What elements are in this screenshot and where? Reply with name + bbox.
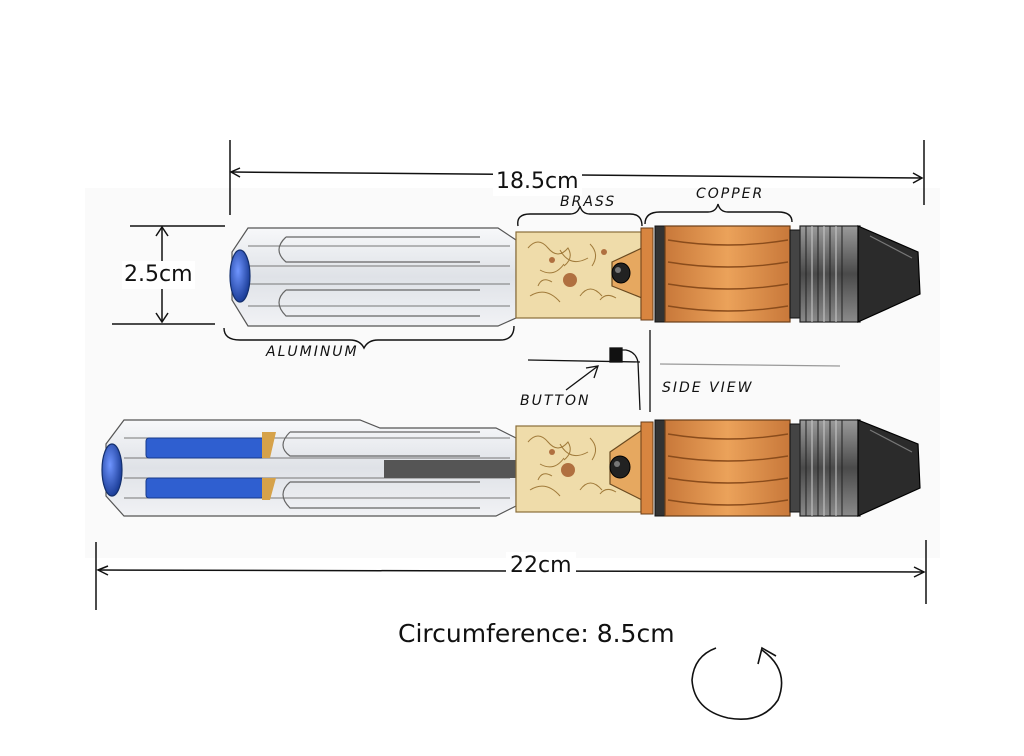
brass-section-bottom bbox=[515, 425, 642, 513]
brace-brass bbox=[517, 205, 643, 227]
aluminum-label: ALUMINUM bbox=[266, 344, 359, 360]
copper-section-bottom bbox=[640, 419, 801, 517]
grip-rings-bottom bbox=[799, 419, 861, 517]
dimension-diameter bbox=[112, 225, 225, 325]
emitter-lens-top bbox=[229, 249, 251, 303]
button-label: BUTTON bbox=[520, 393, 591, 409]
circumference-label: Circumference: 8.5cm bbox=[398, 619, 675, 648]
blade-rod-lower bbox=[145, 477, 265, 499]
side-view-callout bbox=[527, 330, 841, 412]
blade-rod-upper bbox=[145, 437, 265, 459]
brass-section-top bbox=[515, 231, 642, 319]
pommel-tip-bottom bbox=[857, 419, 921, 517]
grip-rings-top bbox=[799, 225, 861, 323]
aluminum-shroud-top bbox=[231, 227, 517, 327]
aluminum-shroud-bottom bbox=[105, 419, 517, 517]
diameter-label: 2.5cm bbox=[122, 261, 195, 289]
copper-section-top bbox=[640, 225, 801, 323]
pommel-tip-top bbox=[857, 225, 921, 323]
circumference-arrow-icon bbox=[691, 646, 783, 720]
upper-length-label: 18.5cm bbox=[493, 168, 582, 196]
full-length-label: 22cm bbox=[506, 552, 576, 580]
brace-aluminum bbox=[223, 325, 515, 350]
hilt-bottom bbox=[101, 419, 921, 517]
brace-copper bbox=[644, 203, 793, 225]
hilt-top bbox=[229, 225, 921, 327]
emitter-lens-bottom bbox=[101, 443, 123, 497]
brass-label: BRASS bbox=[560, 194, 617, 210]
button-bottom bbox=[609, 428, 643, 501]
copper-label: COPPER bbox=[696, 186, 765, 202]
side-view-label: SIDE VIEW bbox=[662, 380, 754, 396]
inner-core bbox=[384, 460, 516, 478]
